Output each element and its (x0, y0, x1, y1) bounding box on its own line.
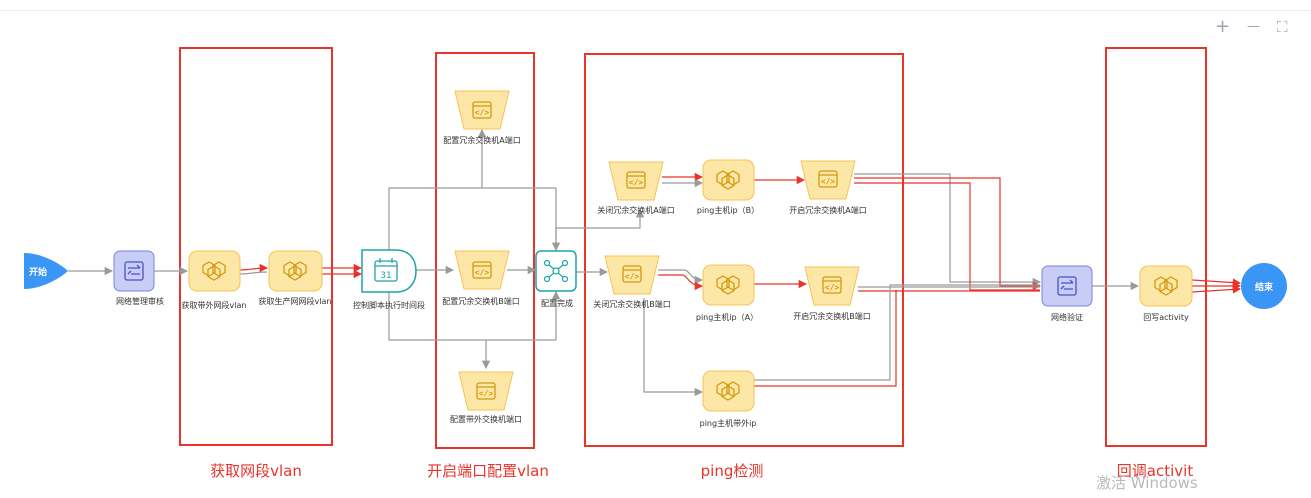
close-b-node[interactable] (604, 255, 660, 295)
zoom-in-button[interactable]: + (1215, 16, 1231, 37)
zoom-out-button[interactable]: — (1247, 19, 1260, 34)
node-label-open-a: 开启冗余交换机A端口 (789, 206, 867, 215)
group-caption-ping: ping检测 (700, 462, 764, 480)
cfg-done-node[interactable] (535, 250, 577, 292)
activation-watermark: 激活 Windows (1096, 474, 1198, 492)
group-box-port-cfg (435, 52, 535, 449)
node-label-get-oob-vlan: 获取带外网段vlan (181, 301, 247, 310)
node-label-cfg-done: 配置完成 (541, 299, 573, 308)
ping-a-node[interactable] (702, 264, 755, 306)
group-caption-callback: 回调activit (1116, 462, 1194, 480)
start-label: 开始 (29, 266, 47, 278)
net-verify-node[interactable] (1041, 265, 1093, 307)
edges (68, 128, 1242, 397)
close-a-node[interactable] (608, 161, 664, 201)
hub-icon (543, 259, 569, 283)
network-review-node[interactable] (113, 250, 155, 292)
node-label-open-b: 开启冗余交换机B端口 (793, 312, 871, 321)
group-caption-vlan: 获取网段vlan (210, 462, 302, 480)
group-boxes (179, 47, 1207, 449)
cfg-b-node[interactable] (454, 250, 510, 290)
calendar-icon: 31 (374, 258, 398, 282)
node-label-close-a: 关闭冗余交换机A端口 (597, 206, 675, 215)
transfer-icon (124, 261, 144, 281)
group-caption-port-cfg: 开启端口配置vlan (427, 462, 549, 480)
fullscreen-icon[interactable]: ⛶ (1277, 18, 1288, 36)
callback-node[interactable] (1139, 265, 1193, 307)
end-node[interactable]: 结束 (1241, 263, 1287, 309)
node-label-net-verify: 网络验证 (1051, 313, 1083, 322)
schedule-node[interactable]: 31 (361, 249, 417, 293)
canvas-top-border (0, 10, 1311, 11)
node-label-network-review: 网络管理审核 (116, 297, 164, 306)
group-box-callback (1105, 47, 1207, 447)
get-prod-vlan-node[interactable] (268, 250, 323, 292)
node-label-callback: 回写activity (1143, 313, 1189, 322)
group-box-vlan (179, 47, 333, 446)
svg-text:31: 31 (380, 271, 391, 281)
start-node[interactable]: 开始 (24, 253, 68, 289)
get-oob-vlan-node[interactable] (188, 250, 241, 292)
node-label-cfg-oob: 配置带外交换机端口 (450, 415, 522, 424)
open-b-node[interactable] (804, 266, 860, 306)
cfg-oob-node[interactable] (458, 371, 514, 411)
node-label-ping-oob: ping主机带外ip (699, 419, 757, 428)
cfg-a-node[interactable] (454, 90, 510, 130)
node-label-get-prod-vlan: 获取生产网网段vlan (258, 297, 332, 306)
node-label-ping-b: ping主机ip（B） (696, 206, 760, 215)
group-box-ping (584, 53, 904, 447)
node-label-cfg-b: 配置冗余交换机B端口 (442, 297, 520, 306)
node-label-close-b: 关闭冗余交换机B端口 (593, 300, 671, 309)
end-label: 结束 (1255, 281, 1274, 293)
node-label-cfg-a: 配置冗余交换机A端口 (443, 136, 521, 145)
ping-oob-node[interactable] (702, 370, 755, 412)
node-label-schedule: 控制脚本执行时间段 (353, 301, 425, 310)
open-a-node[interactable] (800, 160, 856, 200)
ping-b-node[interactable] (702, 159, 755, 201)
node-label-ping-a: ping主机ip（A） (695, 313, 759, 322)
transfer-icon (1057, 276, 1077, 296)
